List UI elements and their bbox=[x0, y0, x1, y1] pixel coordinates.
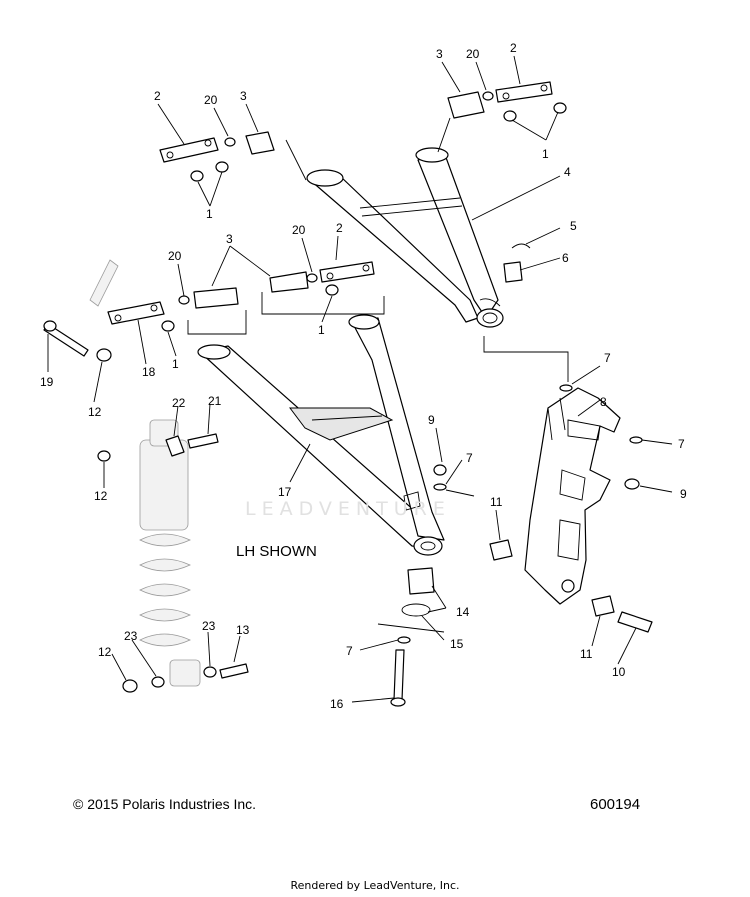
view-note: LH SHOWN bbox=[236, 543, 317, 560]
callout-c17: 17 bbox=[278, 485, 292, 499]
callout-c9a: 9 bbox=[428, 413, 435, 427]
watermark: LEADVENTURE bbox=[245, 498, 451, 520]
callout-c12c: 12 bbox=[98, 645, 112, 659]
callout-c7d: 7 bbox=[346, 644, 353, 658]
callout-c2e: 2 bbox=[336, 221, 343, 235]
callout-c22: 22 bbox=[172, 396, 186, 410]
pivot-bolts-and-bushings bbox=[43, 81, 567, 362]
spindle-knuckle bbox=[524, 387, 621, 605]
leader-lines bbox=[47, 55, 673, 703]
callout-c18: 18 bbox=[142, 365, 156, 379]
callout-c1d: 1 bbox=[206, 207, 213, 221]
callout-c13: 13 bbox=[236, 623, 250, 637]
callout-c7c: 7 bbox=[678, 437, 685, 451]
callout-c7a: 7 bbox=[466, 451, 473, 465]
callout-c7b: 7 bbox=[604, 351, 611, 365]
callout-c9b: 9 bbox=[680, 487, 687, 501]
callout-c12a: 12 bbox=[88, 405, 102, 419]
callout-c1b: 20 bbox=[204, 93, 218, 107]
callout-c19: 19 bbox=[40, 375, 54, 389]
callout-c10: 10 bbox=[612, 665, 626, 679]
callout-c12b: 12 bbox=[94, 489, 108, 503]
callout-c11a: 11 bbox=[490, 495, 503, 509]
copyright-notice: © 2015 Polaris Industries Inc. bbox=[73, 796, 257, 812]
callout-c20b: 20 bbox=[292, 223, 306, 237]
rendered-by-footer: Rendered by LeadVenture, Inc. bbox=[290, 879, 460, 892]
callout-c2b: 20 bbox=[466, 47, 480, 61]
callout-c8: 8 bbox=[600, 395, 607, 409]
shock-absorber bbox=[139, 419, 201, 687]
callout-c21: 21 bbox=[208, 394, 222, 408]
drawing-number: 600194 bbox=[590, 796, 641, 813]
callout-c2d: 1 bbox=[542, 147, 549, 161]
callout-c1a: 2 bbox=[154, 89, 161, 103]
callout-c1c: 3 bbox=[240, 89, 247, 103]
callout-c23b: 23 bbox=[202, 619, 216, 633]
callout-c15: 15 bbox=[450, 637, 464, 651]
callout-c2c: 2 bbox=[510, 41, 517, 55]
callout-c2a: 3 bbox=[436, 47, 443, 61]
callout-c1e: 1 bbox=[318, 323, 325, 337]
callout-c1f: 1 bbox=[172, 357, 179, 371]
callout-c4: 4 bbox=[564, 165, 571, 179]
callout-c5: 5 bbox=[570, 219, 577, 233]
callout-c14: 14 bbox=[456, 605, 470, 619]
upper-a-arm bbox=[306, 147, 504, 328]
callout-c6: 6 bbox=[562, 251, 569, 265]
callout-c3a: 3 bbox=[226, 232, 233, 246]
small-hardware bbox=[97, 243, 653, 707]
callout-c23a: 23 bbox=[124, 629, 138, 643]
callout-c11b: 11 bbox=[580, 647, 593, 661]
lower-a-arm bbox=[197, 314, 445, 556]
callout-c16: 16 bbox=[330, 697, 344, 711]
callout-c20a: 20 bbox=[168, 249, 182, 263]
